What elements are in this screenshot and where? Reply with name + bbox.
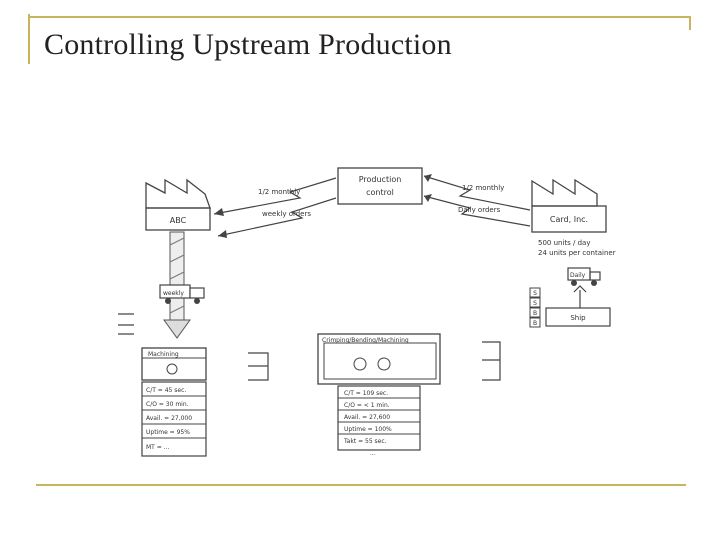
crimping-data-6: ... bbox=[370, 450, 376, 457]
machining-data-3: Avail. = 27,000 bbox=[146, 415, 192, 422]
machining-data-5: MT = ... bbox=[146, 444, 169, 451]
machining-data-2: C/O = 30 min. bbox=[146, 401, 189, 408]
forecast-to-supplier-label: 1/2 monthly bbox=[258, 188, 300, 196]
crimping-data-3: Avail. = 27,600 bbox=[344, 414, 390, 421]
kanban-1: S bbox=[533, 290, 537, 297]
crimping-data-4: Uptime = 100% bbox=[344, 426, 392, 433]
supplier-factory-icon: ABC bbox=[145, 178, 211, 231]
crimping-label: Crimping/Bending/Machining bbox=[322, 337, 409, 344]
signal-kanban-stack: S S B B bbox=[529, 287, 541, 328]
customer-requirement-line-2: 24 units per container bbox=[538, 249, 616, 257]
orders-from-customer-label: Daily orders bbox=[458, 206, 501, 214]
crimping-data-5: Takt = 55 sec. bbox=[343, 438, 387, 445]
customer-requirement-line-1: 500 units / day bbox=[538, 239, 590, 247]
machining-data-4: Uptime = 95% bbox=[146, 429, 190, 436]
customer-truck-label: Daily bbox=[570, 272, 586, 279]
customer-name: Card, Inc. bbox=[550, 215, 588, 224]
forecast-from-customer-label: 1/2 monthly bbox=[462, 184, 504, 192]
arrowheads bbox=[214, 174, 432, 238]
accent-bar-horizontal bbox=[28, 16, 690, 18]
production-control-box: Production control bbox=[337, 167, 423, 205]
inventory-brackets bbox=[118, 313, 501, 381]
footer-rule bbox=[36, 484, 686, 486]
shipping-label: Ship bbox=[570, 314, 586, 322]
crimping-data-1: C/T = 109 sec. bbox=[344, 390, 388, 397]
accent-bar-corner bbox=[689, 16, 691, 30]
machining-process-box: Machining C/T = 45 sec. C/O = 30 min. Av… bbox=[141, 347, 207, 457]
slide-title: Controlling Upstream Production bbox=[44, 28, 452, 61]
supplier-truck-icon: weekly bbox=[159, 284, 205, 304]
machining-data-1: C/T = 45 sec. bbox=[146, 387, 186, 394]
supplier-truck-label: weekly bbox=[163, 290, 184, 297]
crimping-data-2: C/O = < 1 min. bbox=[344, 402, 390, 409]
shipping-box: Ship bbox=[545, 307, 611, 327]
accent-bar-vertical bbox=[28, 14, 30, 64]
production-control-label-1: Production bbox=[359, 175, 402, 184]
supplier-name: ABC bbox=[170, 216, 187, 225]
production-control-label-2: control bbox=[366, 188, 394, 197]
machining-label: Machining bbox=[148, 351, 179, 358]
kanban-3: B bbox=[533, 310, 537, 317]
orders-to-supplier-label: weekly orders bbox=[262, 210, 311, 218]
kanban-2: S bbox=[533, 300, 537, 307]
customer-factory-icon: Card, Inc. bbox=[531, 178, 607, 233]
crimping-process-box: Crimping/Bending/Machining C/T = 109 sec… bbox=[317, 333, 441, 457]
customer-truck-icon: Daily bbox=[567, 267, 601, 286]
shipment-arrow bbox=[573, 285, 587, 308]
info-flow-arrows bbox=[213, 175, 531, 237]
kanban-4: B bbox=[533, 320, 537, 327]
